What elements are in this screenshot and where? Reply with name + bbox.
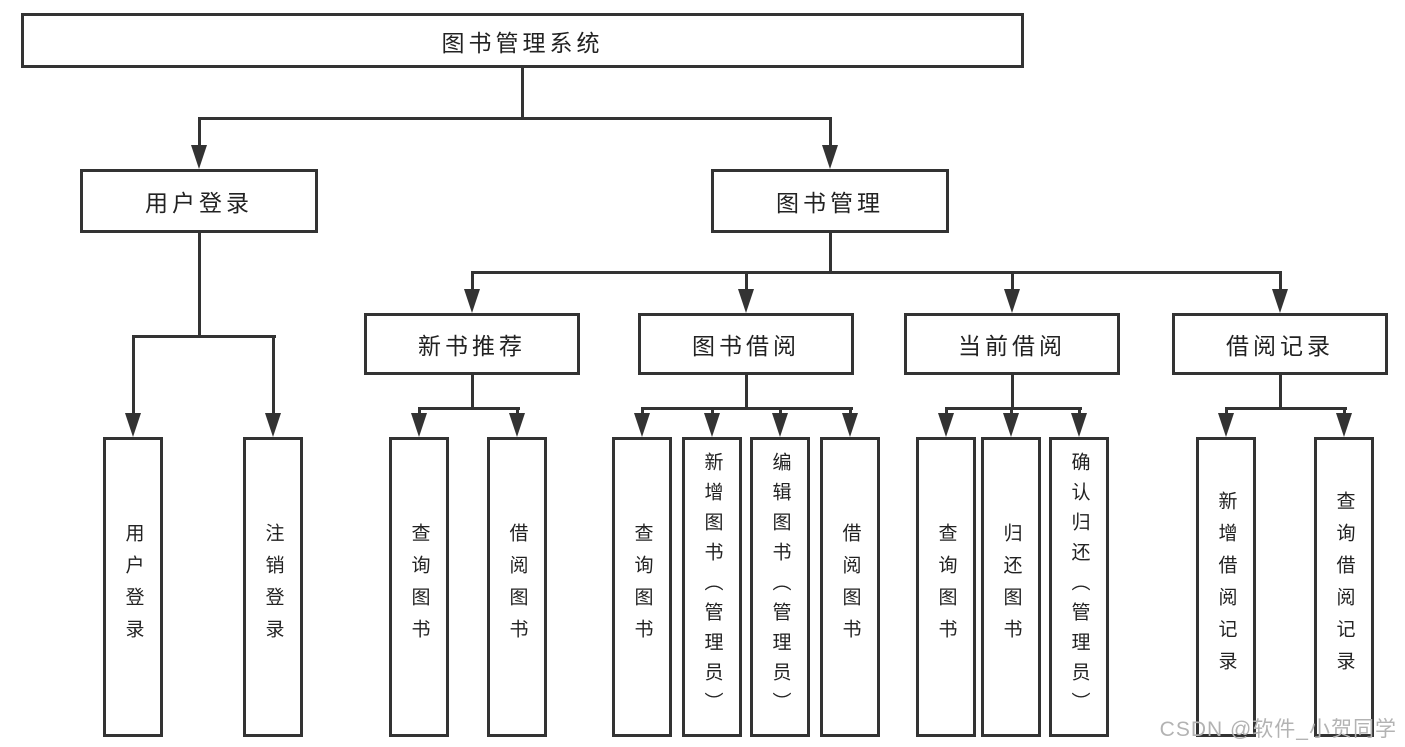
node-label: 用户登录 (145, 190, 253, 216)
node-label: 新增图书（管理员） (701, 452, 723, 722)
connector-cb-hline (944, 407, 1082, 410)
node-label: 图书管理 (776, 190, 884, 216)
connector-drop-br-add (1224, 407, 1228, 415)
connector-cb-stem (1010, 375, 1014, 409)
arrowhead-cb-return (1003, 413, 1019, 437)
node-label: 注销登录 (262, 523, 284, 651)
node-new-book-recommend: 新书推荐 (364, 313, 580, 375)
node-label: 查询图书 (631, 523, 653, 651)
connector-user-login-stem (197, 233, 201, 337)
csdn-watermark: CSDN @软件_小贺同学 (1159, 718, 1397, 741)
node-book-management: 图书管理 (711, 169, 949, 233)
arrowhead-borrow-records (1272, 289, 1288, 313)
connector-nbr-stem (470, 375, 474, 409)
arrowhead-new-book-rec (464, 289, 480, 313)
node-label: 查询图书 (935, 523, 957, 651)
node-leaf-bb-add-books-admin: 新增图书（管理员） (682, 437, 742, 737)
node-label: 借阅图书 (506, 523, 528, 651)
node-leaf-cb-confirm-return-admin: 确认归还（管理员） (1049, 437, 1109, 737)
node-label: 图书管理系统 (441, 29, 604, 56)
node-label: 确认归还（管理员） (1068, 452, 1090, 722)
node-label: 查询图书 (408, 523, 430, 651)
node-user-login: 用户登录 (80, 169, 318, 233)
node-label: 查询借阅记录 (1333, 491, 1355, 683)
connector-book-mgmt-stem (828, 233, 832, 273)
arrowhead-bb-borrow (842, 413, 858, 437)
arrowhead-login-leaf (125, 413, 141, 437)
connector-drop-bb-query (640, 407, 644, 415)
arrowhead-bb-add (704, 413, 720, 437)
node-library-management-system: 图书管理系统 (21, 13, 1024, 68)
arrowhead-current-borrow (1004, 289, 1020, 313)
node-leaf-br-add-record: 新增借阅记录 (1196, 437, 1256, 737)
connector-drop-cb-confirm (1077, 407, 1081, 415)
connector-drop-book-mgmt (828, 117, 832, 147)
connector-level3-hline (470, 271, 1282, 274)
connector-nbr-hline (417, 407, 520, 410)
node-leaf-bb-query-books: 查询图书 (612, 437, 672, 737)
connector-drop-current-borrow (1010, 271, 1014, 291)
arrowhead-cb-confirm (1071, 413, 1087, 437)
connector-drop-logout-leaf (271, 335, 275, 415)
connector-drop-user-login (197, 117, 201, 147)
node-leaf-nbr-query-books: 查询图书 (389, 437, 449, 737)
node-label: 图书借阅 (692, 333, 800, 359)
arrowhead-bb-query (634, 413, 650, 437)
arrowhead-book-borrow (738, 289, 754, 313)
connector-drop-br-query (1342, 407, 1346, 415)
arrowhead-br-add (1218, 413, 1234, 437)
connector-br-stem (1278, 375, 1282, 409)
connector-drop-bb-add (710, 407, 714, 415)
connector-br-hline (1224, 407, 1347, 410)
arrowhead-br-query (1336, 413, 1352, 437)
connector-drop-borrow-records (1278, 271, 1282, 291)
connector-bb-hline (640, 407, 853, 410)
arrowhead-book-mgmt (822, 145, 838, 169)
connector-drop-nbr-query (417, 407, 421, 415)
connector-root-stem (520, 68, 524, 119)
node-leaf-br-query-record: 查询借阅记录 (1314, 437, 1374, 737)
node-current-borrowing: 当前借阅 (904, 313, 1120, 375)
arrowhead-nbr-borrow (509, 413, 525, 437)
node-leaf-logout: 注销登录 (243, 437, 303, 737)
arrowhead-user-login (191, 145, 207, 169)
node-label: 归还图书 (1000, 523, 1022, 651)
connector-drop-cb-return (1009, 407, 1013, 415)
node-label: 编辑图书（管理员） (769, 452, 791, 722)
connector-level2-hline (197, 117, 832, 120)
arrowhead-nbr-query (411, 413, 427, 437)
node-leaf-nbr-borrow-books: 借阅图书 (487, 437, 547, 737)
node-book-borrowing: 图书借阅 (638, 313, 854, 375)
connector-drop-book-borrow (744, 271, 748, 291)
arrowhead-cb-query (938, 413, 954, 437)
arrowhead-bb-edit (772, 413, 788, 437)
node-label: 借阅图书 (839, 523, 861, 651)
connector-drop-bb-edit (778, 407, 782, 415)
node-label: 新书推荐 (418, 333, 526, 359)
connector-drop-bb-borrow (848, 407, 852, 415)
connector-drop-login-leaf (131, 335, 135, 415)
node-label: 当前借阅 (958, 333, 1066, 359)
node-borrow-records: 借阅记录 (1172, 313, 1388, 375)
node-leaf-user-login: 用户登录 (103, 437, 163, 737)
node-leaf-bb-borrow-books: 借阅图书 (820, 437, 880, 737)
node-leaf-bb-edit-books-admin: 编辑图书（管理员） (750, 437, 810, 737)
arrowhead-logout-leaf (265, 413, 281, 437)
connector-bb-stem (744, 375, 748, 409)
connector-user-login-hline (131, 335, 276, 338)
node-label: 用户登录 (122, 523, 144, 651)
node-label: 借阅记录 (1226, 333, 1334, 359)
node-leaf-cb-query-books: 查询图书 (916, 437, 976, 737)
connector-drop-cb-query (944, 407, 948, 415)
node-leaf-cb-return-books: 归还图书 (981, 437, 1041, 737)
node-label: 新增借阅记录 (1215, 491, 1237, 683)
connector-drop-nbr-borrow (515, 407, 519, 415)
connector-drop-new-book-rec (470, 271, 474, 291)
